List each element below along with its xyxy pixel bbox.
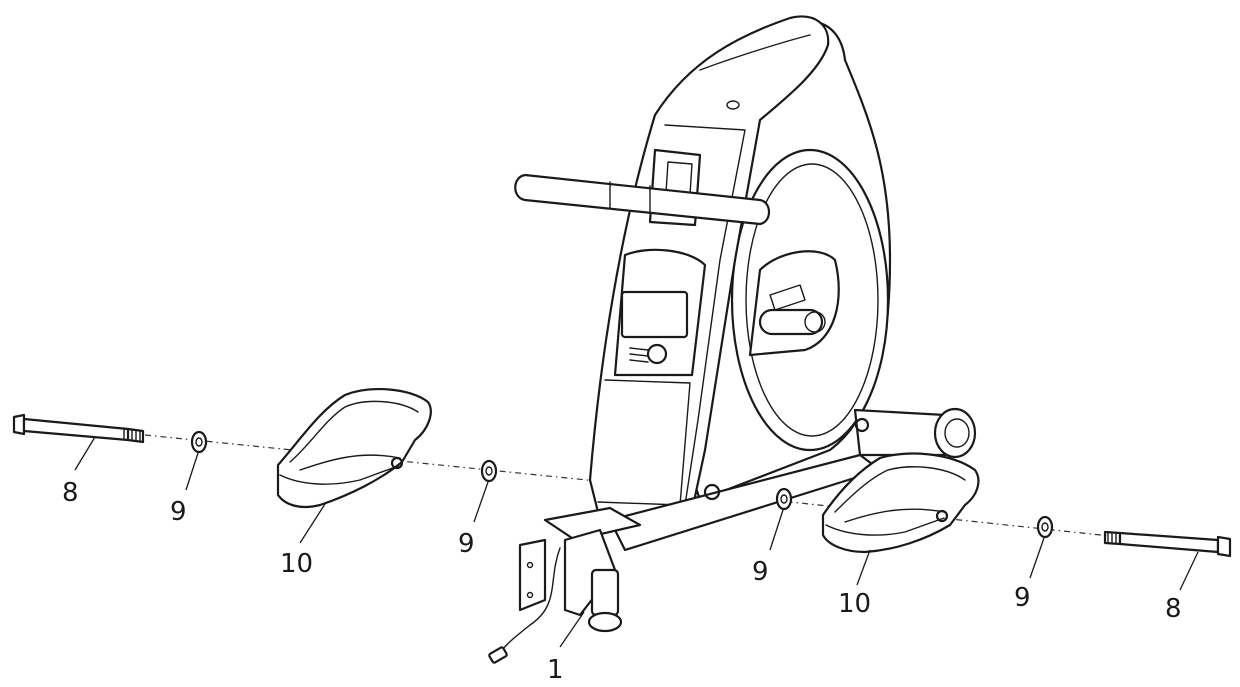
callout-washer-4: 9 [1014,583,1031,613]
callout-washer-1: 9 [170,497,187,527]
foot-cover-right [821,452,980,554]
bolt-right [1103,530,1232,558]
callout-bolt-left: 8 [62,478,79,508]
bolt-left [12,413,145,444]
foot-cover-left [276,388,432,509]
callout-foot-right: 10 [838,589,871,619]
callout-bolt-right: 8 [1165,594,1182,624]
washer-2 [480,459,498,483]
callout-washer-2: 9 [458,529,475,559]
washer-3 [775,487,793,511]
callout-frame: 1 [547,655,564,685]
leader-lines [74,436,1199,648]
washer-4 [1036,515,1054,539]
callout-washer-3: 9 [752,557,769,587]
bike-frame [488,15,977,664]
callout-foot-left: 10 [280,549,313,579]
callout-labels: 8 9 10 9 1 9 10 9 8 [62,478,1182,685]
washer-1 [190,430,208,454]
